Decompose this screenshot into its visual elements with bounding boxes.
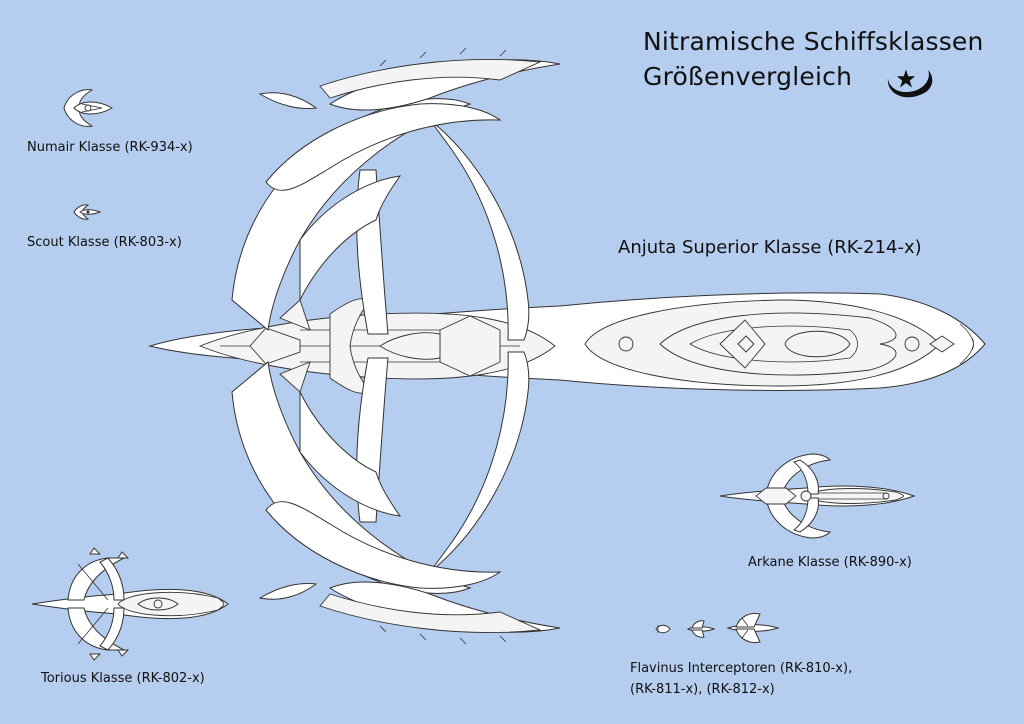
torious-label: Torious Klasse (RK-802-x) <box>41 671 205 686</box>
title-line-2: Größenvergleich <box>643 62 853 91</box>
scout-label: Scout Klasse (RK-803-x) <box>27 235 182 250</box>
title-line-1: Nitramische Schiffsklassen <box>643 27 984 56</box>
numair-label: Numair Klasse (RK-934-x) <box>27 140 193 155</box>
flavinus-label-line2: (RK-811-x), (RK-812-x) <box>630 682 775 697</box>
page-title: Nitramische Schiffsklassen Größenverglei… <box>643 24 984 94</box>
numair-ship <box>63 89 114 127</box>
flavinus-interceptor-2 <box>686 620 716 638</box>
torious-ship <box>31 547 229 661</box>
scout-ship <box>73 204 102 220</box>
flavinus-interceptor-3 <box>726 613 780 643</box>
anjuta-superior-ship <box>148 47 986 645</box>
arkane-ship <box>719 453 916 539</box>
arkane-label: Arkane Klasse (RK-890-x) <box>748 555 912 570</box>
anjuta-label: Anjuta Superior Klasse (RK-214-x) <box>618 237 922 258</box>
star-crescent-emblem-icon <box>887 69 933 98</box>
flavinus-interceptor-1 <box>655 624 671 634</box>
flavinus-label-line1: Flavinus Interceptoren (RK-810-x), <box>630 661 853 676</box>
